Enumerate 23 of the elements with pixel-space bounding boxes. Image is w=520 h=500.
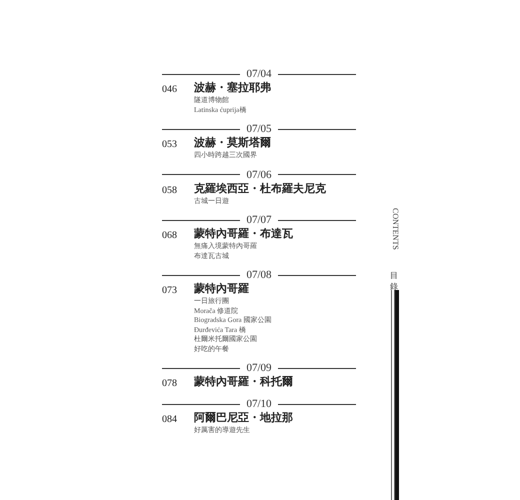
chapter-title: 克羅埃西亞・杜布羅夫尼克 [194, 182, 327, 196]
page-number: 053 [162, 138, 178, 152]
chapter-title: 阿爾巴尼亞・地拉那 [194, 411, 294, 426]
date-heading: 07/07 [245, 214, 273, 226]
page-number: 046 [162, 83, 178, 97]
page-number: 078 [162, 377, 178, 390]
chapter-title: 波赫・莫斯塔爾 [194, 136, 272, 151]
page-number: 058 [162, 184, 178, 198]
date-heading: 07/08 [245, 269, 273, 281]
chapter-title: 蒙特內哥羅・布達瓦 [194, 227, 294, 242]
page-number: 073 [162, 284, 178, 298]
contents-heading: CONTENTS [390, 208, 400, 252]
date-heading: 07/10 [245, 398, 273, 410]
chapter-title: 蒙特內哥羅 [194, 282, 250, 297]
date-heading: 07/09 [245, 362, 273, 374]
date-heading: 07/05 [245, 123, 273, 135]
chapter-title: 蒙特內哥羅・科托爾 [194, 375, 294, 390]
chapter-title: 波赫・塞拉耶弗 [194, 81, 272, 96]
date-heading: 07/04 [245, 68, 273, 80]
date-heading: 07/06 [245, 168, 273, 180]
contents-heading: 目錄 [390, 270, 398, 292]
page-number: 084 [162, 413, 178, 427]
page-number: 068 [162, 229, 178, 243]
